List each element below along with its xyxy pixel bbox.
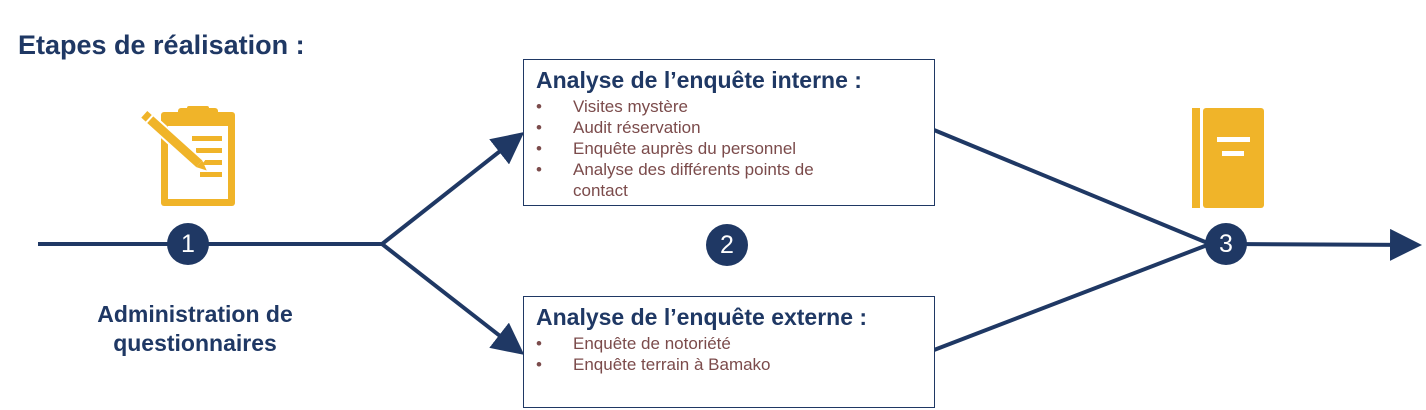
external-survey-title: Analyse de l’enquête externe : [536, 304, 868, 330]
clipboard-pencil-icon [141, 106, 235, 206]
internal-survey-list: Visites mystère Audit réservation Enquêt… [536, 96, 922, 201]
list-item: Audit réservation [536, 117, 922, 138]
step-1-label-line1: Administration de [97, 301, 293, 327]
list-item: Enquête auprès du personnel [536, 138, 922, 159]
step-3-circle: 3 [1205, 223, 1247, 265]
notebook-icon [1192, 108, 1264, 208]
merge-line-upper [933, 128, 1211, 246]
step-1-circle: 1 [167, 223, 209, 265]
internal-survey-box: Analyse de l’enquête interne : Visites m… [523, 59, 935, 206]
list-item: Enquête de notoriété [536, 333, 922, 354]
step-2-circle: 2 [706, 224, 748, 266]
branch-arrow-down [380, 242, 525, 355]
diagram-title: Etapes de réalisation : [18, 30, 305, 60]
internal-survey-title: Analyse de l’enquête interne : [536, 67, 862, 93]
merge-line-lower [933, 242, 1211, 352]
external-survey-list: Enquête de notoriété Enquête terrain à B… [536, 333, 922, 375]
branch-arrow-up [380, 132, 525, 246]
external-survey-box: Analyse de l’enquête externe : Enquête d… [523, 296, 935, 408]
output-arrow [1229, 228, 1422, 261]
step-1-label: Administration de questionnaires [60, 300, 330, 358]
step-1-label-line2: questionnaires [113, 330, 277, 356]
list-item: Enquête terrain à Bamako [536, 354, 922, 375]
list-item: Visites mystère [536, 96, 922, 117]
list-item: Analyse des différents points de contact [536, 159, 873, 201]
